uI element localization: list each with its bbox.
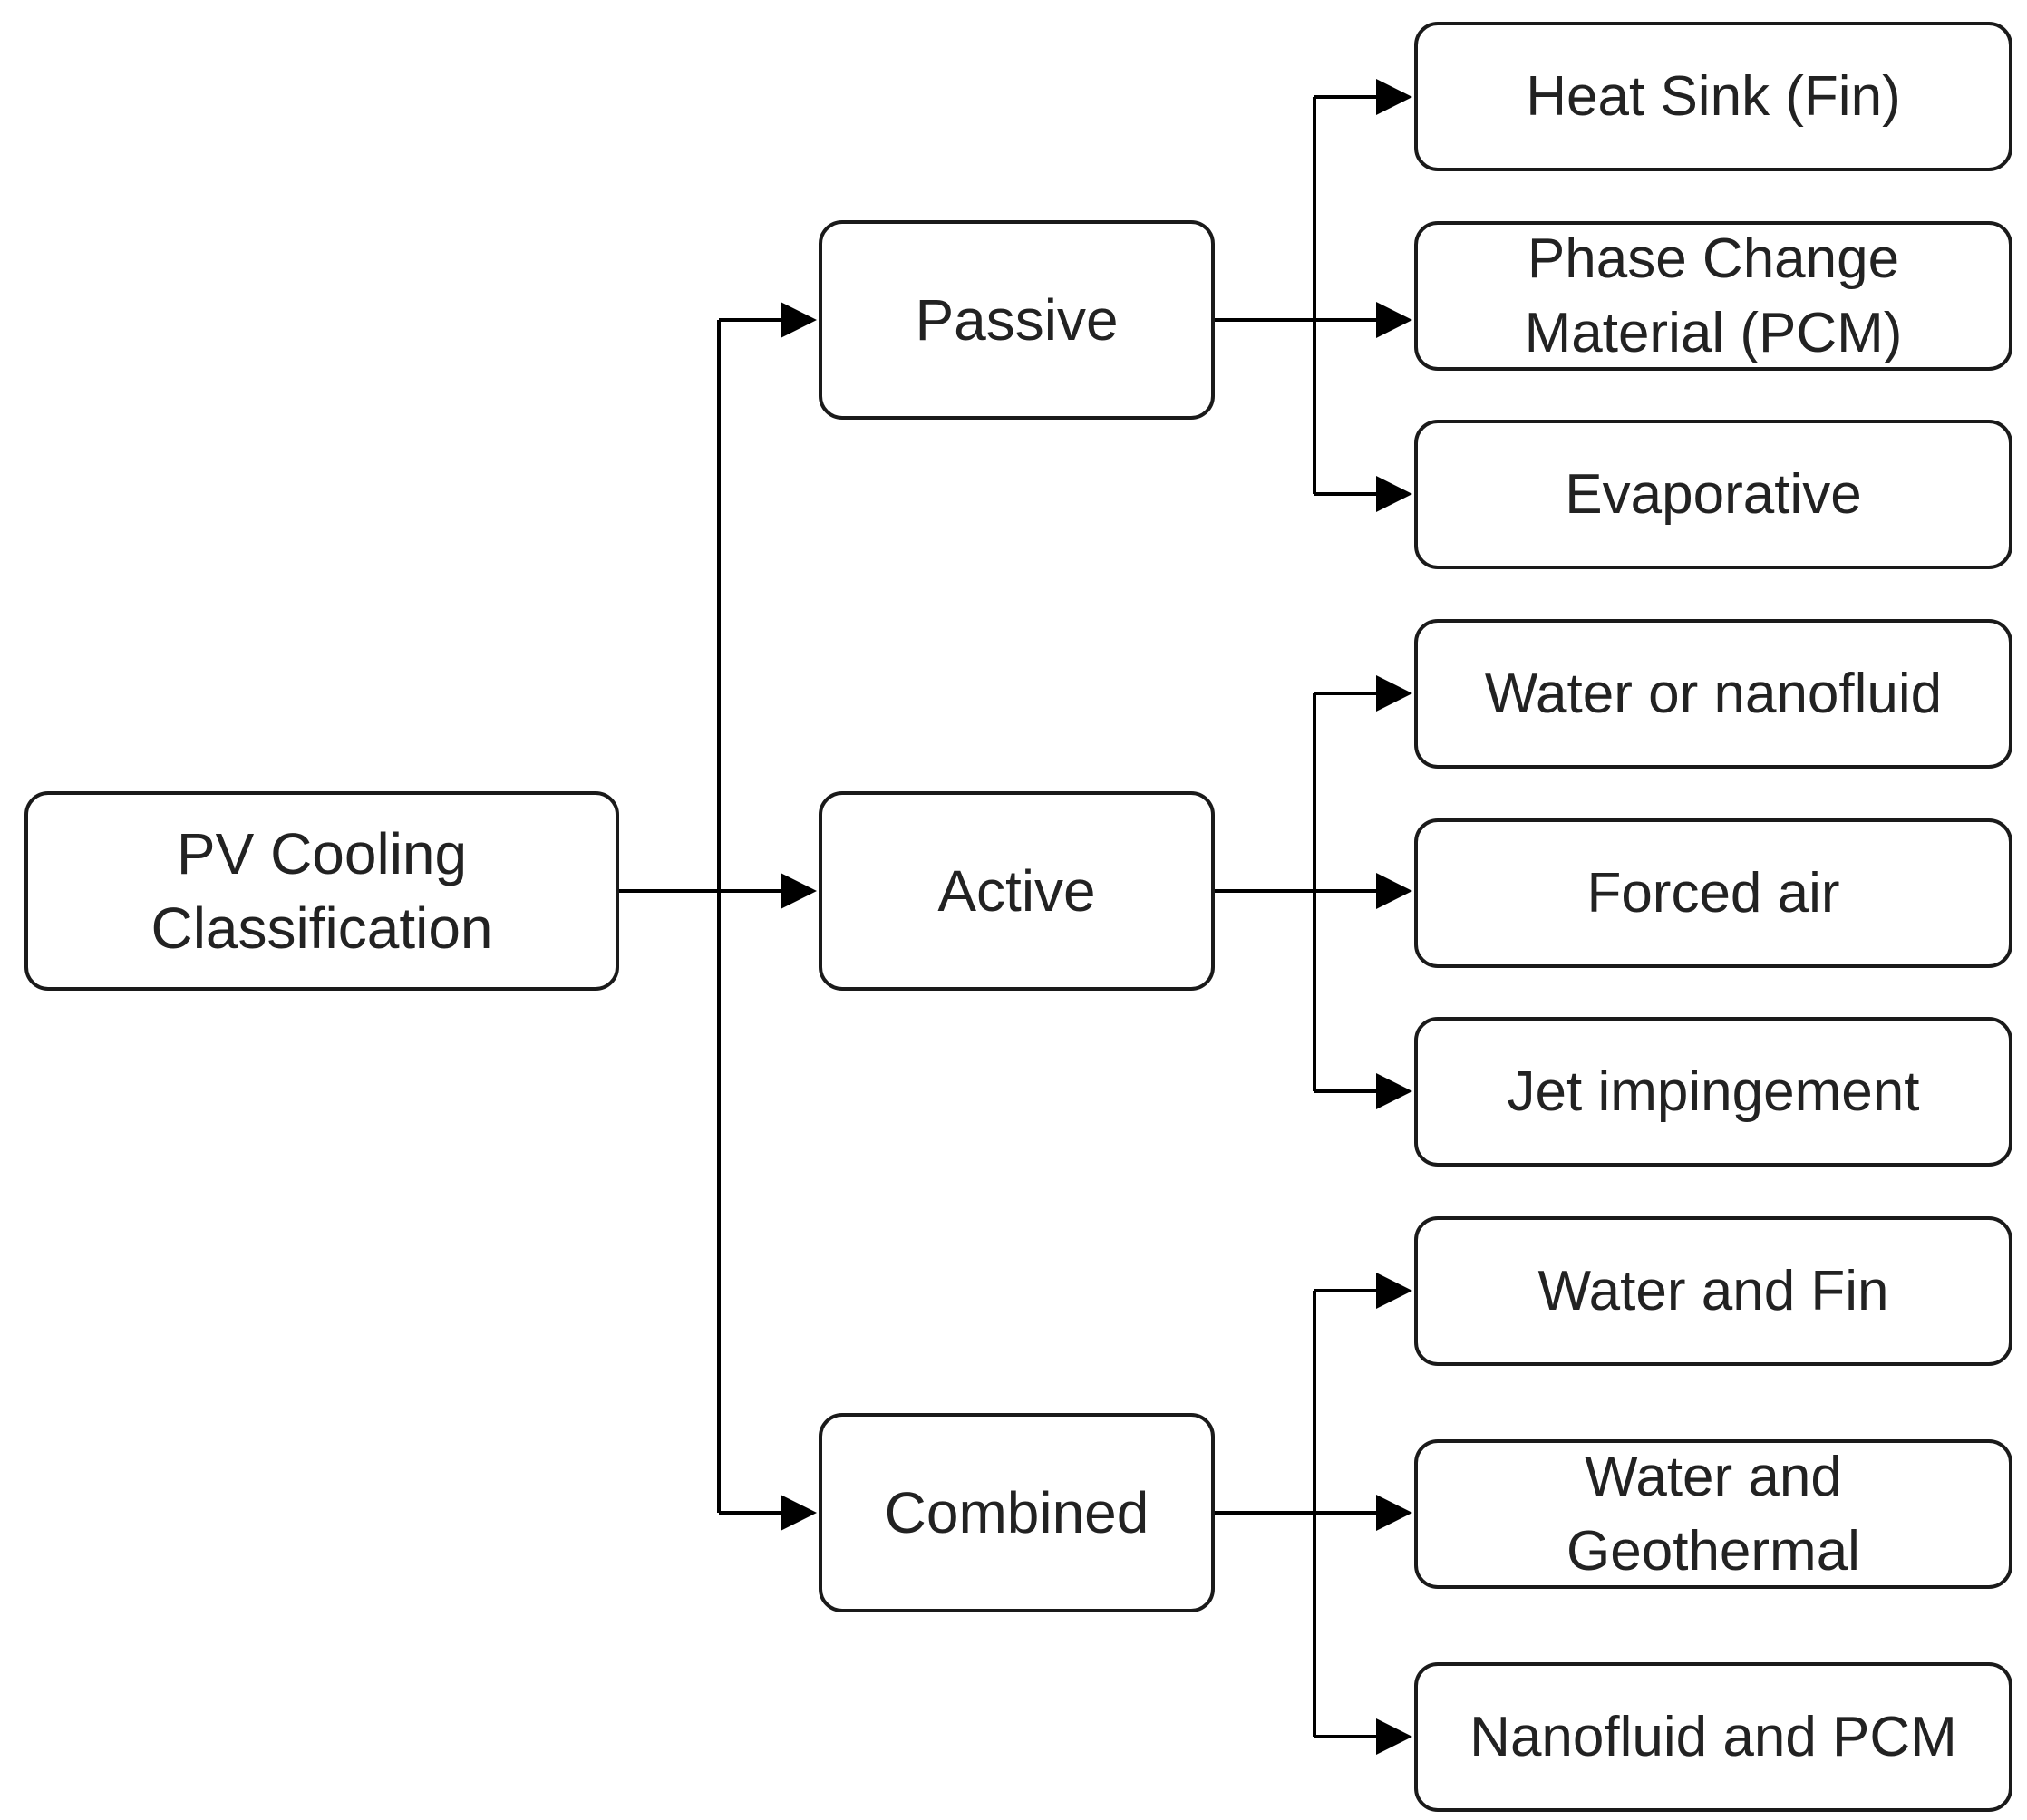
leaf-evaporative: Evaporative [1414,420,2012,569]
category-active: Active [819,791,1215,991]
leaf-water-and-geothermal: Water and Geothermal [1414,1439,2012,1589]
leaf-label: Nanofluid and PCM [1469,1705,1957,1768]
leaf-jet-impingement: Jet impingement [1414,1017,2012,1167]
leaf-label: Jet impingement [1507,1060,1920,1123]
leaf-label: Heat Sink (Fin) [1526,64,1901,128]
leaf-label: Water and Geothermal [1566,1445,1860,1583]
leaf-water-or-nanofluid: Water or nanofluid [1414,619,2012,769]
leaf-water-and-fin: Water and Fin [1414,1216,2012,1366]
category-passive: Passive [819,220,1215,420]
leaf-label: Water and Fin [1537,1259,1889,1322]
leaf-forced-air: Forced air [1414,818,2012,968]
leaf-label: Forced air [1586,861,1840,925]
category-label: Passive [915,287,1119,353]
leaf-label: Water or nanofluid [1484,662,1943,725]
category-label: Active [937,858,1096,924]
leaf-phase-change-material: Phase Change Material (PCM) [1414,221,2012,371]
leaf-nanofluid-and-pcm: Nanofluid and PCM [1414,1662,2012,1812]
category-combined: Combined [819,1413,1215,1612]
root-label: PV Cooling Classification [150,821,493,961]
leaf-heat-sink: Heat Sink (Fin) [1414,22,2012,171]
leaf-label: Evaporative [1565,462,1862,526]
leaf-label: Phase Change Material (PCM) [1524,227,1903,364]
root-node: PV Cooling Classification [24,791,619,991]
category-label: Combined [884,1480,1149,1545]
